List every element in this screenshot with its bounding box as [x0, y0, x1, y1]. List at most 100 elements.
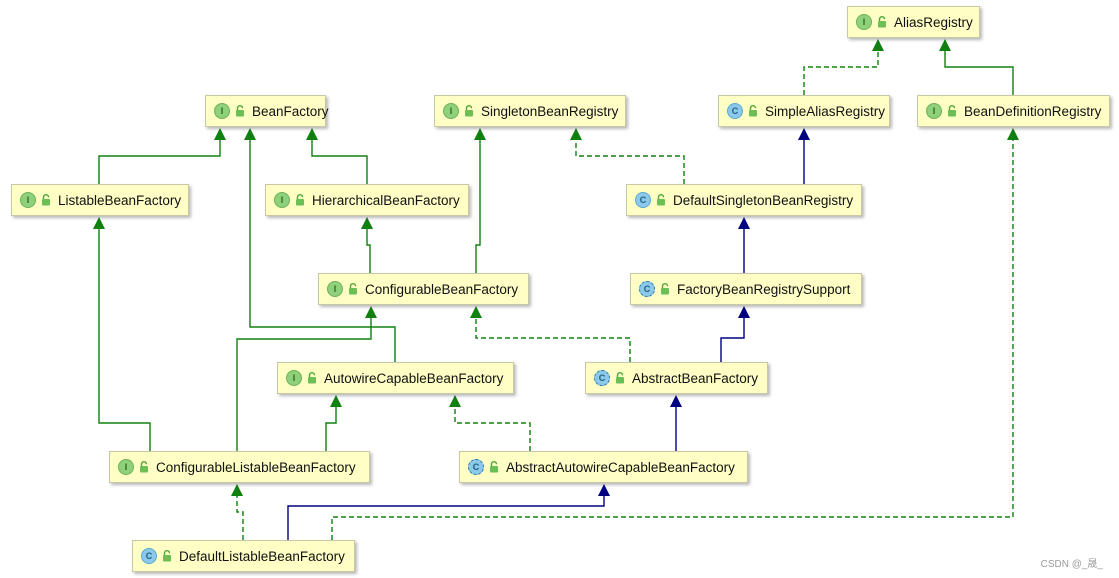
- arrow-head: [738, 217, 750, 229]
- node-label: SingletonBeanRegistry: [481, 103, 619, 119]
- public-access-icon: [947, 105, 957, 117]
- interface-icon: I: [286, 370, 302, 386]
- edge-default-listable-bean-factory-to-bean-definition-registry: [331, 128, 1019, 540]
- edge-configurable-bean-factory-to-hierarchical-bean-factory: [361, 217, 373, 273]
- edge-line: [287, 495, 605, 540]
- edge-default-listable-bean-factory-to-configurable-listable-bean-factory: [231, 484, 244, 540]
- edge-factory-bean-registry-support-to-default-singleton-bean-registry: [738, 217, 750, 273]
- node-label: BeanFactory: [252, 103, 329, 119]
- node-bean-factory[interactable]: I BeanFactory: [205, 95, 329, 127]
- class-icon: C: [727, 103, 743, 119]
- node-bean-definition-registry[interactable]: I BeanDefinitionRegistry: [917, 95, 1110, 127]
- arrow-head: [231, 484, 243, 496]
- public-access-icon: [464, 105, 474, 117]
- node-label: BeanDefinitionRegistry: [964, 103, 1102, 119]
- interface-icon: I: [274, 192, 290, 208]
- arrow-head: [449, 395, 461, 407]
- node-label: ConfigurableListableBeanFactory: [156, 459, 356, 475]
- arrow-head: [939, 39, 951, 51]
- public-access-icon: [660, 283, 670, 295]
- edge-default-listable-bean-factory-to-abstract-autowire-capable-bean-factory: [287, 484, 610, 540]
- edge-abstract-bean-factory-to-factory-bean-registry-support: [720, 306, 750, 362]
- edge-line: [236, 317, 372, 451]
- node-singleton-bean-registry[interactable]: I SingletonBeanRegistry: [434, 95, 626, 127]
- interface-icon: I: [214, 103, 230, 119]
- node-listable-bean-factory[interactable]: I ListableBeanFactory: [11, 184, 189, 216]
- node-configurable-listable-bean-factory[interactable]: I ConfigurableListableBeanFactory: [109, 451, 370, 483]
- interface-icon: I: [926, 103, 942, 119]
- node-alias-registry[interactable]: I AliasRegistry: [847, 6, 980, 38]
- interface-icon: I: [443, 103, 459, 119]
- edge-line: [454, 406, 531, 451]
- edge-configurable-listable-bean-factory-to-configurable-bean-factory: [236, 306, 377, 451]
- node-label: ListableBeanFactory: [58, 192, 182, 208]
- abstract-class-icon: C: [639, 281, 655, 297]
- node-label: AutowireCapableBeanFactory: [324, 370, 504, 386]
- arrow-head: [361, 217, 373, 229]
- edge-hierarchical-bean-factory-to-bean-factory: [306, 128, 368, 184]
- edge-abstract-autowire-capable-bean-factory-to-autowire-capable-bean-factory: [449, 395, 531, 451]
- public-access-icon: [748, 105, 758, 117]
- node-label: DefaultListableBeanFactory: [179, 548, 345, 564]
- arrow-head: [244, 128, 256, 140]
- arrow-head: [474, 128, 486, 140]
- arrow-head: [93, 217, 105, 229]
- edge-line: [720, 317, 745, 362]
- arrow-head: [598, 484, 610, 496]
- arrow-head: [570, 128, 582, 140]
- public-access-icon: [41, 194, 51, 206]
- node-label: DefaultSingletonBeanRegistry: [673, 192, 854, 208]
- edge-configurable-listable-bean-factory-to-autowire-capable-bean-factory: [325, 395, 342, 451]
- edge-line: [366, 228, 371, 273]
- class-icon: C: [141, 548, 157, 564]
- interface-icon: I: [20, 192, 36, 208]
- node-autowire-capable-bean-factory[interactable]: I AutowireCapableBeanFactory: [277, 362, 514, 394]
- node-label: AliasRegistry: [894, 14, 973, 30]
- public-access-icon: [615, 372, 625, 384]
- edge-autowire-capable-bean-factory-to-bean-factory: [244, 128, 396, 362]
- arrow-head: [798, 128, 810, 140]
- edge-line: [98, 139, 221, 184]
- public-access-icon: [162, 550, 172, 562]
- arrow-head: [330, 395, 342, 407]
- node-configurable-bean-factory[interactable]: I ConfigurableBeanFactory: [318, 273, 529, 305]
- abstract-class-icon: C: [468, 459, 484, 475]
- edge-abstract-autowire-capable-bean-factory-to-abstract-bean-factory: [670, 395, 682, 451]
- edge-default-singleton-bean-registry-to-simple-alias-registry: [798, 128, 810, 184]
- edge-line: [311, 139, 368, 184]
- node-hierarchical-bean-factory[interactable]: I HierarchicalBeanFactory: [265, 184, 469, 216]
- edge-line: [944, 50, 1014, 95]
- interface-icon: I: [856, 14, 872, 30]
- arrow-head: [1007, 128, 1019, 140]
- edge-line: [98, 228, 151, 451]
- interface-icon: I: [118, 459, 134, 475]
- edge-line: [475, 139, 481, 273]
- node-default-singleton-bean-registry[interactable]: C DefaultSingletonBeanRegistry: [626, 184, 862, 216]
- node-default-listable-bean-factory[interactable]: C DefaultListableBeanFactory: [132, 540, 355, 572]
- public-access-icon: [877, 16, 887, 28]
- arrow-head: [306, 128, 318, 140]
- edge-line: [249, 139, 396, 362]
- arrow-head: [214, 128, 226, 140]
- interface-icon: I: [327, 281, 343, 297]
- public-access-icon: [295, 194, 305, 206]
- node-label: HierarchicalBeanFactory: [312, 192, 460, 208]
- node-label: AbstractBeanFactory: [632, 370, 759, 386]
- arrow-head: [872, 39, 884, 51]
- public-access-icon: [235, 105, 245, 117]
- edge-line: [325, 406, 337, 451]
- public-access-icon: [307, 372, 317, 384]
- edge-configurable-listable-bean-factory-to-listable-bean-factory: [93, 217, 151, 451]
- arrow-head: [670, 395, 682, 407]
- arrow-head: [470, 306, 482, 318]
- arrow-head: [365, 306, 377, 318]
- edge-configurable-bean-factory-to-singleton-bean-registry: [474, 128, 486, 273]
- node-label: ConfigurableBeanFactory: [365, 281, 519, 297]
- class-icon: C: [635, 192, 651, 208]
- watermark: CSDN @_晟_: [1040, 559, 1103, 570]
